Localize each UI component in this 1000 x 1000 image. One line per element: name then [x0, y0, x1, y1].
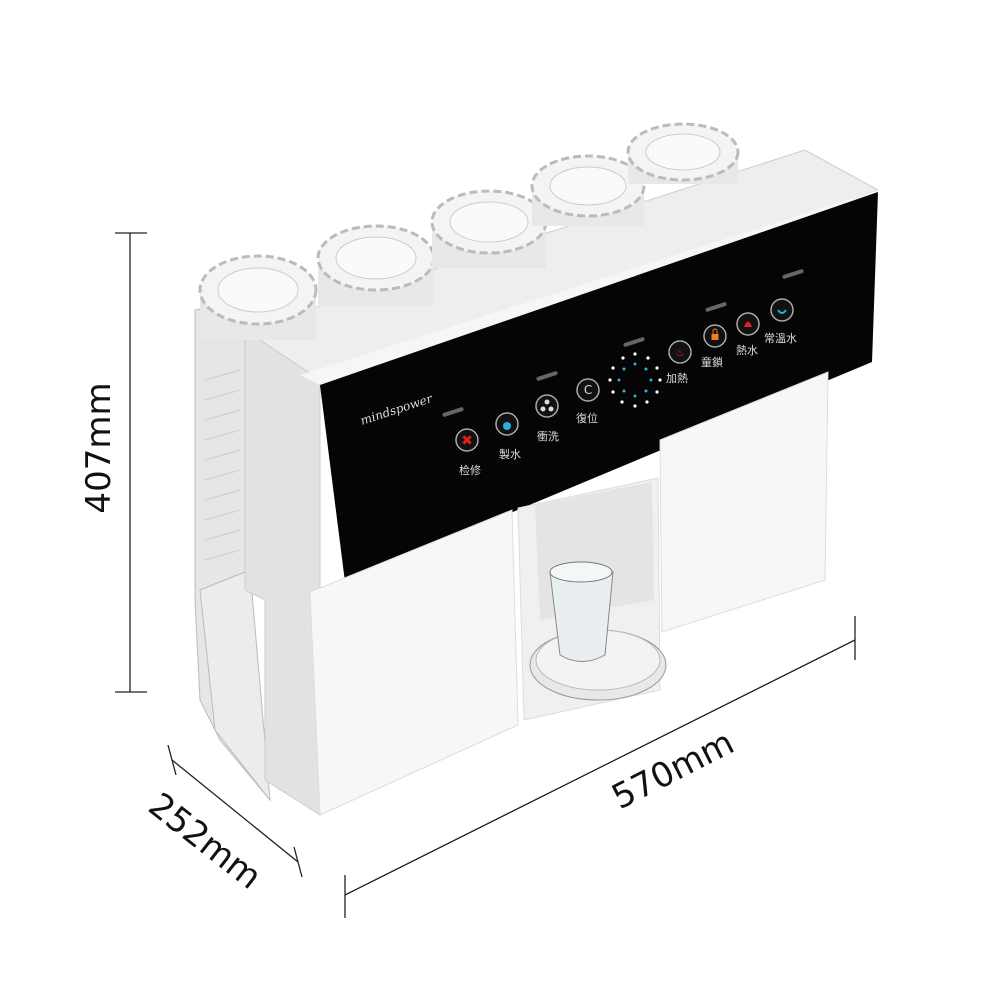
svg-text:常溫水: 常溫水 — [764, 331, 797, 345]
front-right-door — [659, 371, 829, 633]
svg-text:熱水: 熱水 — [736, 344, 758, 357]
filter-cap — [198, 254, 318, 340]
svg-text:衝洗: 衝洗 — [537, 429, 559, 443]
svg-text:復位: 復位 — [576, 411, 598, 425]
button-heat[interactable]: ♨ 加熱 — [666, 340, 692, 385]
normal-water-icon — [777, 309, 787, 314]
button-repair[interactable]: ✖ 检修 — [455, 428, 481, 477]
glass-cup — [549, 561, 614, 662]
filter-cap — [626, 122, 740, 184]
button-child-lock[interactable]: 童鎖 — [701, 324, 727, 369]
svg-text:检修: 检修 — [459, 463, 481, 477]
height-dimension-label: 407mm — [79, 382, 119, 513]
lock-icon — [711, 334, 719, 340]
button-flush[interactable]: 衝洗 — [535, 394, 559, 443]
front-left-door — [309, 509, 519, 816]
flush-icon — [540, 399, 554, 412]
dimension-lines — [115, 232, 856, 918]
svg-text:加熱: 加熱 — [666, 372, 688, 385]
water-drop-icon — [503, 422, 511, 430]
filter-cap — [530, 154, 646, 226]
svg-text:製水: 製水 — [499, 447, 521, 461]
filter-cap — [316, 224, 436, 306]
button-reset[interactable]: C 復位 — [576, 378, 600, 425]
filter-cap — [430, 189, 548, 268]
indicator-ring — [608, 352, 662, 408]
status-indicators — [442, 269, 804, 417]
button-normal-water[interactable]: 常溫水 — [764, 298, 797, 345]
svg-text:童鎖: 童鎖 — [701, 355, 723, 369]
width-dimension-label: 570mm — [606, 723, 741, 818]
depth-dimension-label: 252mm — [141, 785, 269, 897]
hot-water-icon — [744, 321, 752, 327]
heat-icon: ♨ — [675, 346, 685, 359]
button-hot-water[interactable]: 熱水 — [736, 312, 760, 357]
wrench-icon: ✖ — [461, 433, 473, 449]
filter-caps — [198, 122, 740, 340]
button-make-water[interactable]: 製水 — [495, 412, 521, 461]
reset-icon: C — [584, 383, 592, 397]
filter-housing — [194, 299, 271, 802]
